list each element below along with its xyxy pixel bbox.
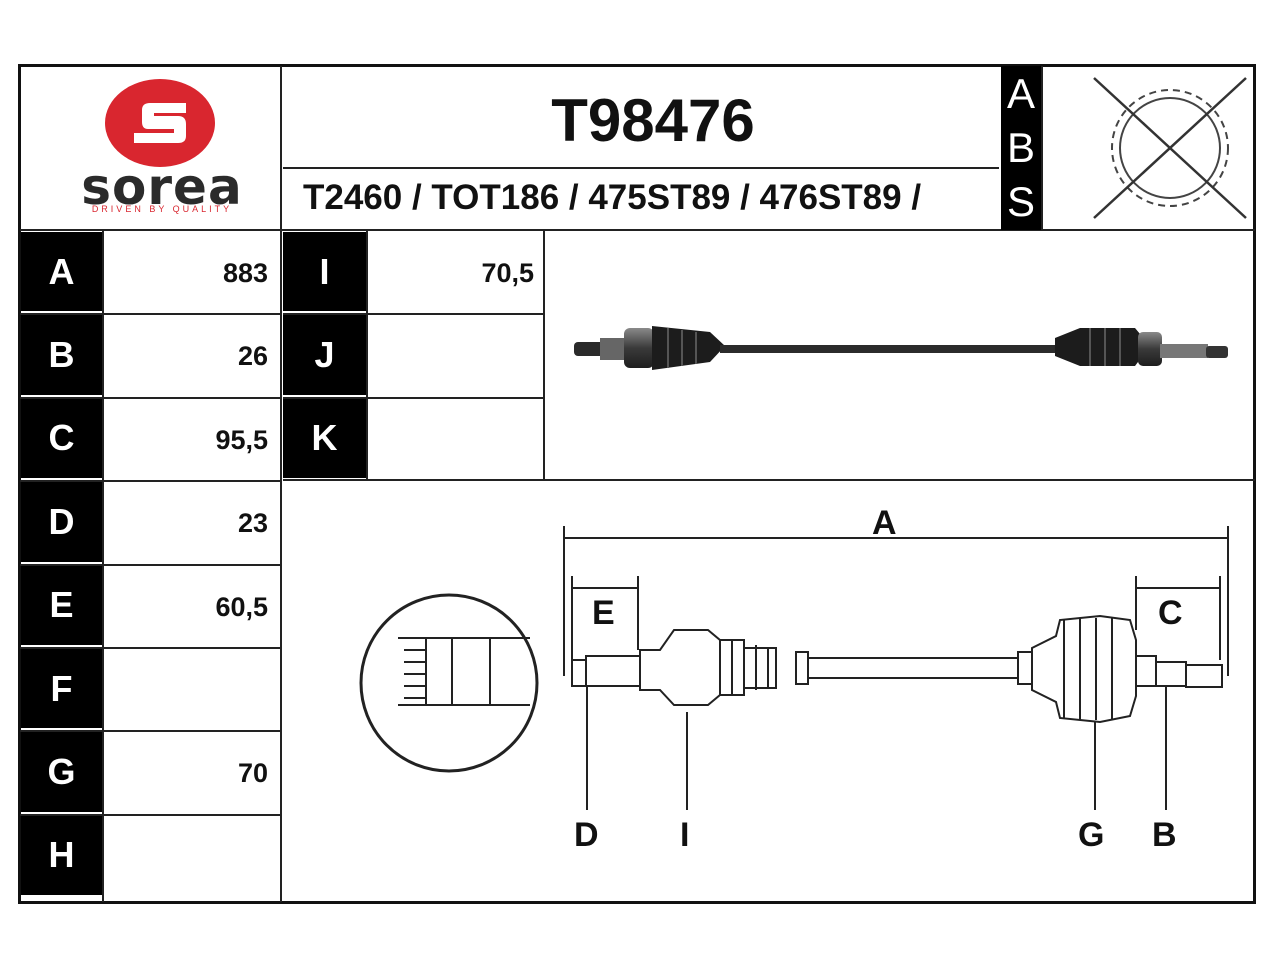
dim-label-i: I xyxy=(283,232,366,312)
dim-value-i: 70,5 xyxy=(481,258,534,288)
abs-letter-b: B xyxy=(1006,124,1035,171)
dim-label-k: K xyxy=(283,398,366,479)
dim-label-g: G xyxy=(21,732,102,812)
dim-label-e: E xyxy=(21,565,102,645)
dim-value-c: 95,5 xyxy=(215,424,268,455)
diagram-label-d: D xyxy=(574,816,599,854)
dim-label-a: A xyxy=(21,232,102,312)
abs-letter-a: A xyxy=(1006,70,1035,117)
dim-value-d: 23 xyxy=(237,508,268,539)
abs-label-column: A B S xyxy=(1001,66,1041,230)
diagram-label-c: C xyxy=(1158,594,1183,632)
dim-label-d: D xyxy=(21,482,102,562)
sorea-logo-icon xyxy=(105,79,215,167)
dim-label-h: H xyxy=(21,815,102,896)
dim-value-g: 70 xyxy=(237,758,268,789)
abs-letter-s: S xyxy=(1006,178,1035,225)
dim-label-c: C xyxy=(21,398,102,479)
spec-sheet xyxy=(18,64,1256,904)
dim-label-j: J xyxy=(283,315,366,395)
brand-logo: sorea DRIVEN BY QUALITY xyxy=(62,76,262,222)
dimension-diagram: A E C D I G B xyxy=(340,490,1250,900)
diagram-label-e: E xyxy=(592,594,615,632)
driveshaft-photo xyxy=(560,296,1240,396)
brand-name: sorea xyxy=(81,158,243,216)
diagram-label-i: I xyxy=(680,816,690,854)
cross-references: T2460 / TOT186 / 475ST89 / 476ST89 / xyxy=(303,178,922,217)
dim-label-f: F xyxy=(21,649,102,729)
dim-value-b: 26 xyxy=(237,341,268,372)
dim-value-e: 60,5 xyxy=(215,591,268,622)
abs-ring-crossed-icon xyxy=(1086,72,1254,224)
brand-tagline: DRIVEN BY QUALITY xyxy=(91,204,233,214)
dim-label-b: B xyxy=(21,315,102,395)
part-number: T98476 xyxy=(551,87,755,154)
diagram-label-g: G xyxy=(1078,816,1105,854)
diagram-label-b: B xyxy=(1152,816,1177,854)
dim-value-a: 883 xyxy=(222,258,268,288)
diagram-label-a: A xyxy=(872,504,897,542)
